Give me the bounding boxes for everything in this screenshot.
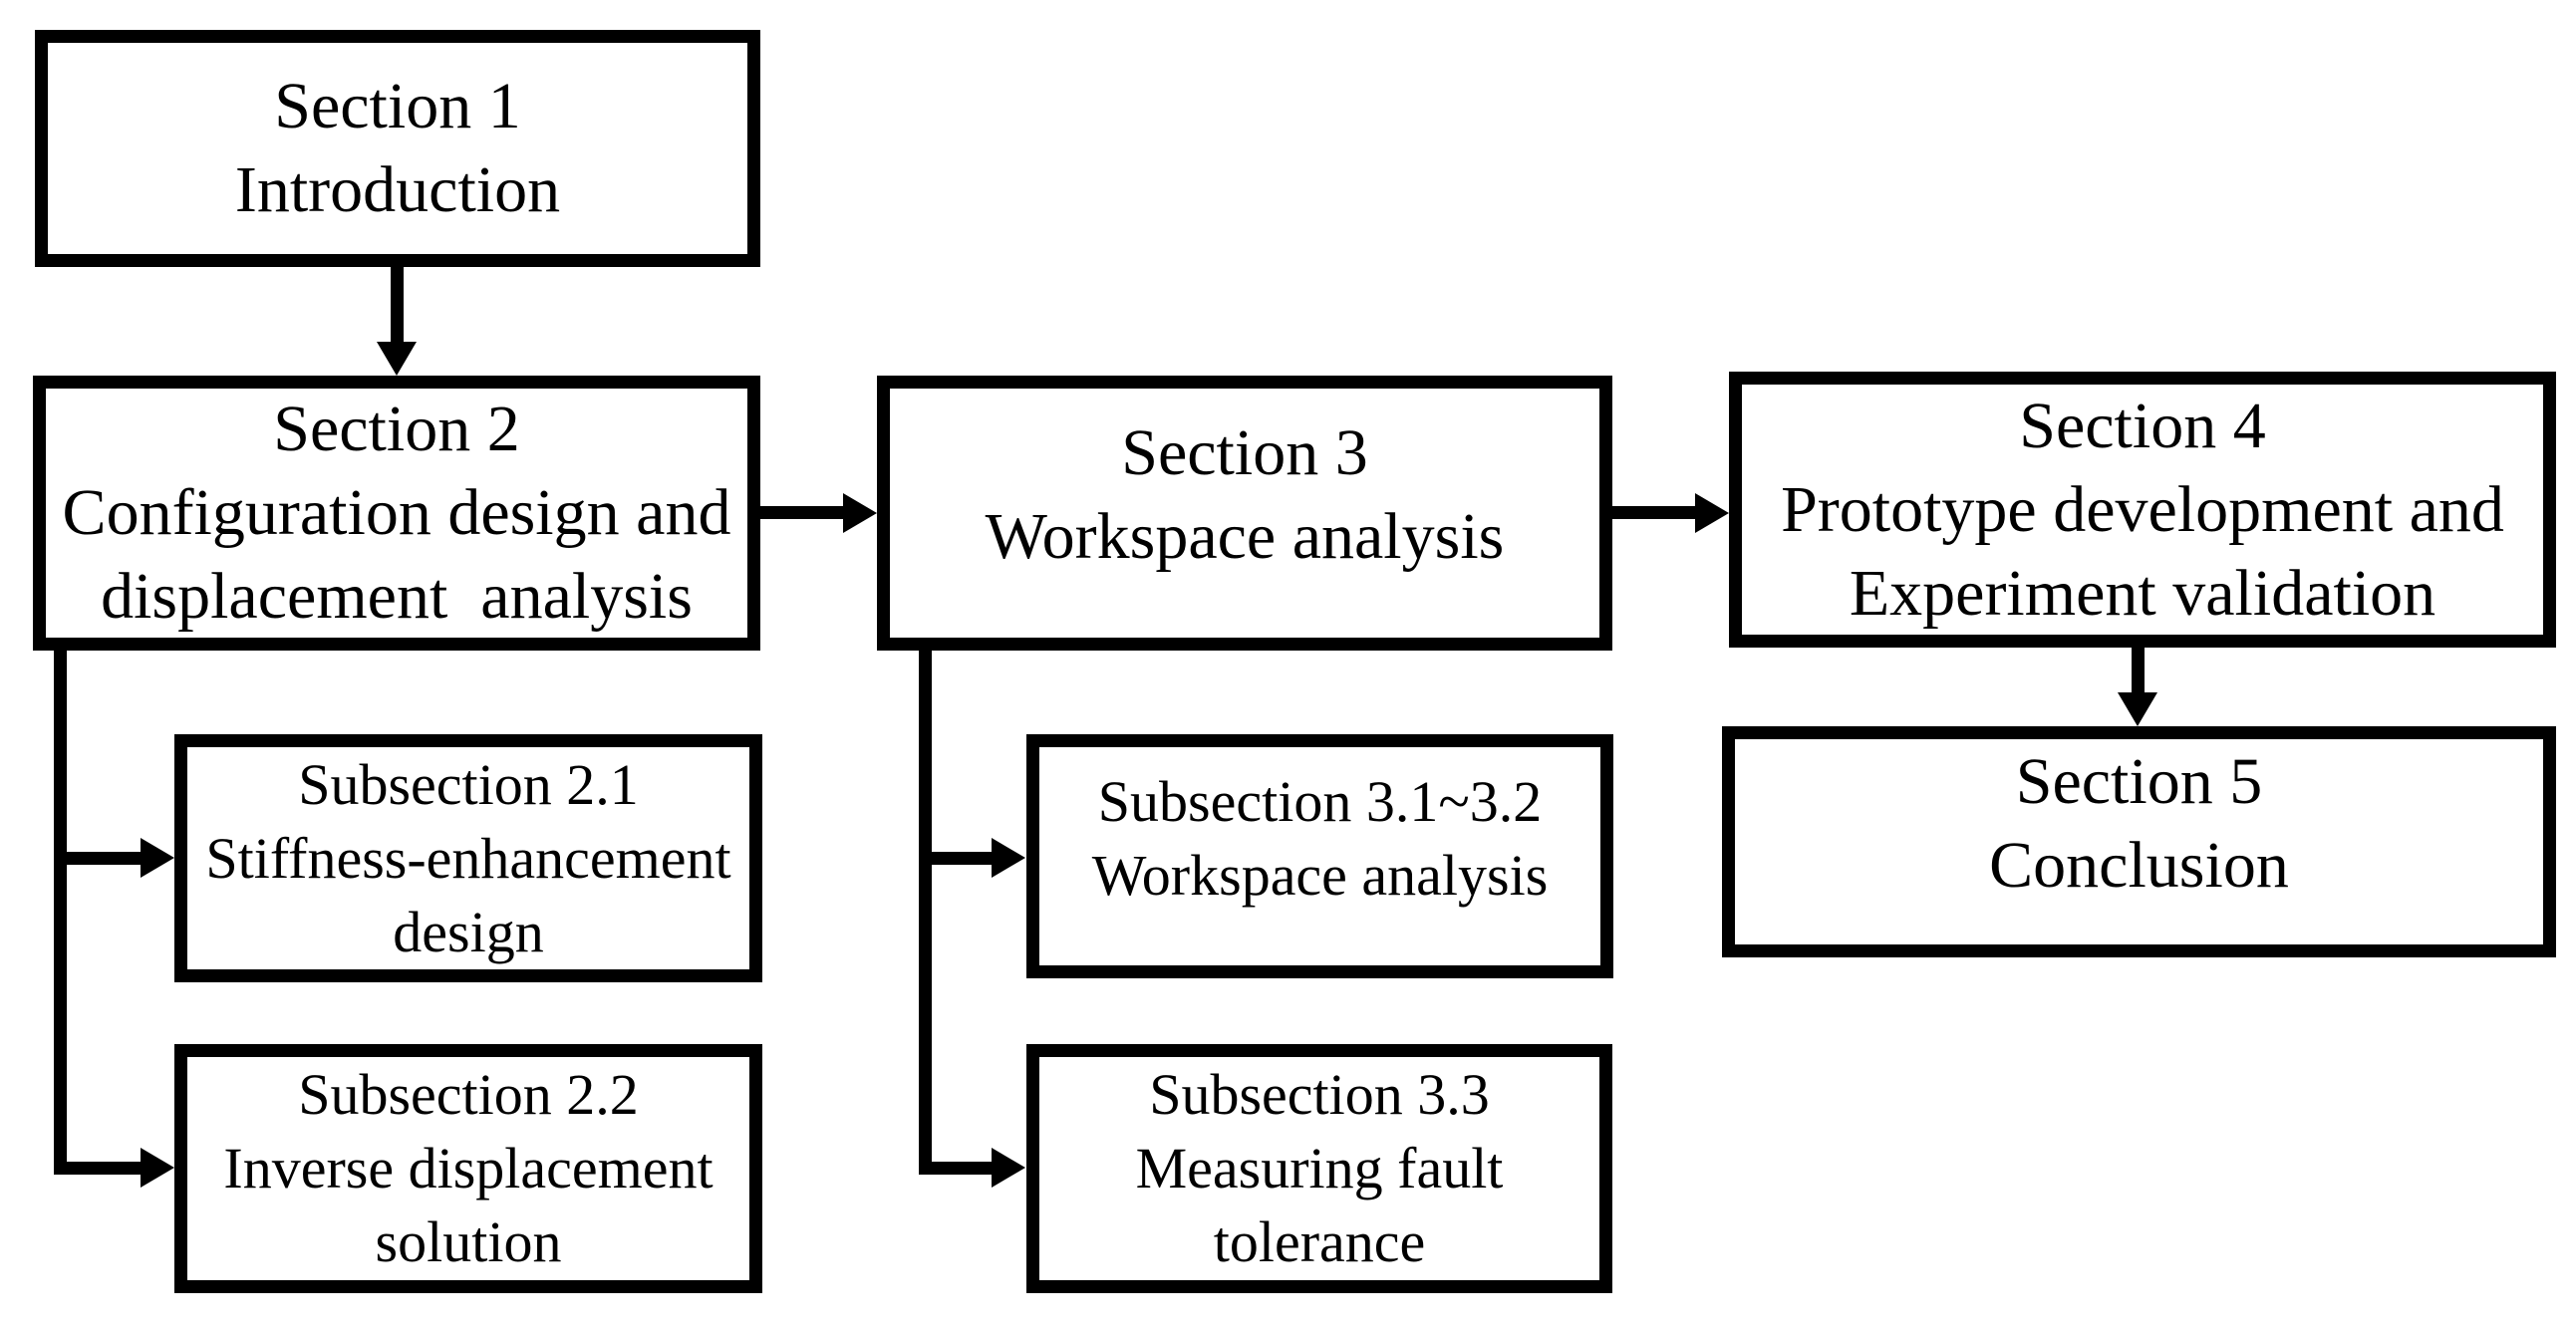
section-4-box: Section 4 Prototype development and Expe… (1729, 372, 2556, 648)
subsection-2-2-subtitle-line-2: solution (375, 1209, 562, 1274)
arrow-section2-to-subsection22-shaft (54, 1162, 142, 1175)
subsection-2-1-subtitle-line-2: design (393, 899, 544, 964)
subsection-2-1-box: Subsection 2.1 Stiffness-enhancement des… (174, 734, 762, 982)
arrow-section2-to-subsection22-head-icon (141, 1148, 174, 1188)
arrow-section3-to-subsection3132-head-icon (992, 838, 1025, 878)
arrow-section2-to-subsection21-shaft (54, 852, 142, 865)
arrow-section3-to-subsection33-shaft (919, 1162, 993, 1175)
subsection-3-1-3-2-box: Subsection 3.1~3.2 Workspace analysis (1026, 734, 1613, 978)
section-2-subtitle-line-2: displacement analysis (101, 560, 693, 633)
section-4-subtitle-line-2: Experiment validation (1849, 556, 2436, 630)
section-3-title: Section 3 (1121, 416, 1368, 489)
subsection-3-3-subtitle-line-2: tolerance (1213, 1209, 1426, 1274)
arrow-section1-to-section2-shaft (391, 267, 404, 343)
subsection-3-3-box: Subsection 3.3 Measuring fault tolerance (1026, 1044, 1612, 1293)
section-1-subtitle: Introduction (234, 153, 561, 226)
subsection-3-1-3-2-subtitle: Workspace analysis (1091, 842, 1549, 908)
subsection-3-3-subtitle-line-1: Measuring fault (1135, 1136, 1504, 1201)
subsection-2-2-subtitle-line-1: Inverse displacement (223, 1136, 714, 1201)
arrow-section3-to-section4-shaft (1612, 506, 1697, 519)
section-5-subtitle: Conclusion (1989, 829, 2289, 902)
section-5-title: Section 5 (2015, 745, 2263, 818)
connector-section2-subsections-vertical (54, 648, 67, 1175)
arrow-section4-to-section5-shaft (2132, 648, 2145, 694)
arrow-section3-to-subsection3132-shaft (919, 852, 993, 865)
subsection-3-3-title: Subsection 3.3 (1149, 1062, 1490, 1127)
arrow-section2-to-section3-shaft (760, 506, 845, 519)
arrow-section2-to-subsection21-head-icon (141, 838, 174, 878)
section-1-box: Section 1 Introduction (35, 30, 760, 267)
arrow-section4-to-section5-head-icon (2118, 692, 2157, 726)
arrow-section2-to-section3-head-icon (843, 493, 877, 533)
section-5-box: Section 5 Conclusion (1722, 726, 2556, 957)
subsection-2-2-box: Subsection 2.2 Inverse displacement solu… (174, 1044, 762, 1293)
subsection-3-1-3-2-title: Subsection 3.1~3.2 (1097, 768, 1543, 834)
arrow-section1-to-section2-head-icon (377, 342, 417, 376)
section-3-subtitle: Workspace analysis (985, 500, 1505, 573)
section-1-title: Section 1 (274, 70, 521, 142)
section-2-title: Section 2 (273, 393, 520, 465)
section-2-box: Section 2 Configuration design and displ… (33, 376, 760, 651)
arrow-section3-to-subsection33-head-icon (992, 1148, 1025, 1188)
subsection-2-1-subtitle-line-1: Stiffness-enhancement (205, 825, 731, 891)
arrow-section3-to-section4-head-icon (1695, 493, 1729, 533)
section-4-subtitle-line-1: Prototype development and (1781, 472, 2504, 546)
section-3-box: Section 3 Workspace analysis (877, 376, 1612, 651)
connector-section3-subsections-vertical (919, 648, 932, 1175)
section-2-subtitle-line-1: Configuration design and (62, 476, 731, 549)
section-4-title: Section 4 (2019, 389, 2266, 462)
subsection-2-2-title: Subsection 2.2 (298, 1062, 639, 1127)
subsection-2-1-title: Subsection 2.1 (298, 751, 639, 817)
